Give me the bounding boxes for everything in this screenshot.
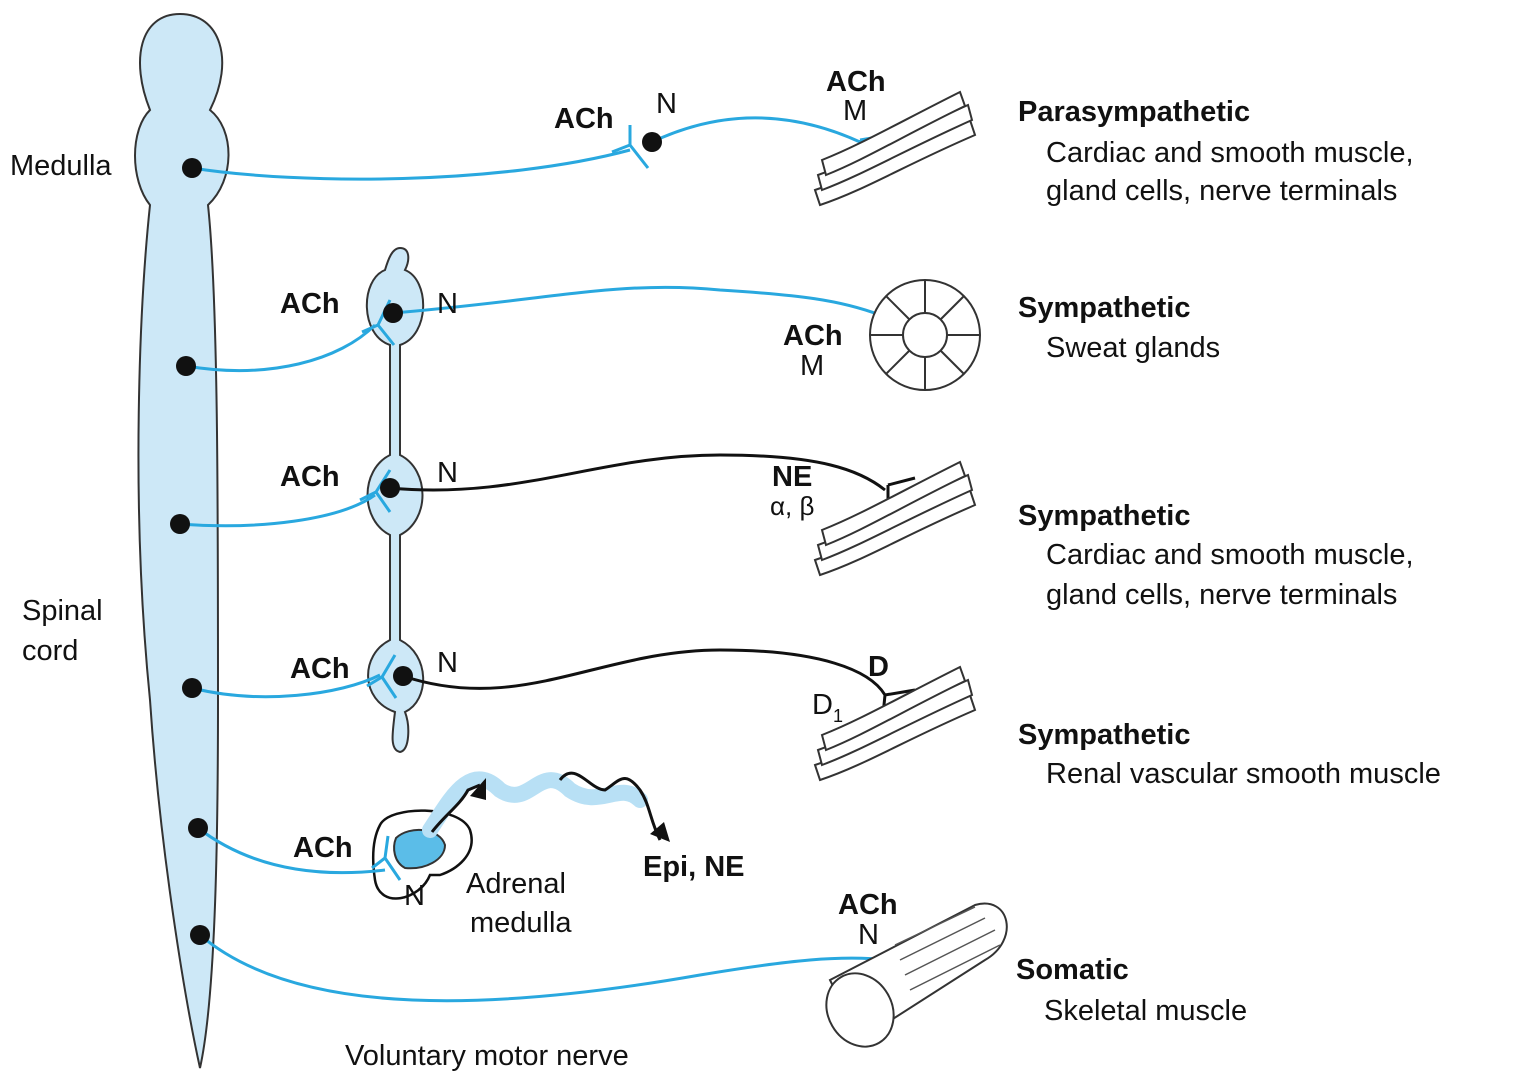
hormone-arrowhead-2 (650, 822, 670, 842)
sweat-postganglionic-fiber (392, 285, 881, 317)
pathway-desc: Sweat glands (1046, 332, 1220, 364)
n-receptor-label: N (858, 919, 879, 951)
alpha-beta-receptor-label: α, β (770, 491, 814, 521)
cardiac-preganglionic-fiber (179, 493, 376, 528)
hormone-path-1 (430, 783, 481, 833)
pathway-title: Somatic (1016, 954, 1129, 986)
spinal-cord-label-line1: Spinal (22, 595, 103, 627)
sympathetic-chain (365, 246, 425, 754)
renal-postganglionic-fiber (402, 648, 887, 696)
sweat-gland (869, 279, 981, 391)
n-receptor-label: N (656, 88, 677, 120)
renal-preganglionic-fiber (191, 673, 381, 699)
neuron-cell-bodies (170, 132, 662, 945)
smooth-muscle-renal (813, 665, 977, 782)
pathway-title: Sympathetic (1018, 719, 1190, 751)
somatic-motor-fiber (199, 933, 891, 1003)
smooth-muscle-parasympathetic (813, 90, 977, 207)
n-receptor-label: N (404, 880, 425, 912)
sweat-preganglionic-fiber (185, 323, 377, 372)
pathway-title: Sympathetic (1018, 500, 1190, 532)
ach-label: ACh (826, 66, 886, 98)
hormone-path-2 (558, 771, 662, 841)
pathway-title: Parasympathetic (1018, 96, 1250, 128)
ach-label: ACh (554, 103, 614, 135)
pathway-title: Sympathetic (1018, 292, 1190, 324)
skeletal-muscle (825, 902, 1008, 1048)
smooth-muscle-cardiac (813, 460, 977, 577)
ach-label: ACh (280, 288, 340, 320)
m-receptor-label: M (843, 95, 867, 127)
n-receptor-label: N (437, 288, 458, 320)
parasympathetic-postganglionic-fiber (651, 116, 861, 144)
hormone-arrowhead-1 (470, 778, 486, 800)
d1-receptor-label: D1 (812, 689, 843, 726)
pathway-desc: gland cells, nerve terminals (1046, 175, 1397, 207)
cardiac-postganglionic-fiber (389, 453, 886, 492)
adrenal-chromaffin-cell (393, 828, 447, 870)
adrenal-label-line1: Adrenal (466, 868, 566, 900)
epi-ne-label: Epi, NE (643, 851, 745, 883)
spinal-cord-label-line2: cord (22, 635, 78, 667)
pathway-desc: Renal vascular smooth muscle (1046, 758, 1441, 790)
adrenal-preganglionic-fiber (197, 826, 386, 875)
parasympathetic-preganglionic-fiber (191, 148, 631, 181)
m-receptor-label: M (800, 350, 824, 382)
n-receptor-label: N (437, 647, 458, 679)
voluntary-motor-nerve-label: Voluntary motor nerve (345, 1040, 629, 1072)
dopamine-label: D (868, 651, 889, 683)
pathway-desc: Skeletal muscle (1044, 995, 1247, 1027)
ach-label: ACh (293, 832, 353, 864)
ach-label: ACh (783, 320, 843, 352)
pathway-desc: gland cells, nerve terminals (1046, 579, 1397, 611)
adrenal-label-line2: medulla (470, 907, 572, 939)
n-receptor-label: N (437, 457, 458, 489)
ach-label: ACh (838, 889, 898, 921)
medulla-label: Medulla (10, 150, 112, 182)
ne-label: NE (772, 461, 812, 493)
pathway-desc: Cardiac and smooth muscle, (1046, 539, 1414, 571)
spinal-cord (134, 12, 230, 1069)
pathway-desc: Cardiac and smooth muscle, (1046, 137, 1414, 169)
hormone-glow (422, 771, 648, 838)
ach-label: ACh (280, 461, 340, 493)
ach-label: ACh (290, 653, 350, 685)
